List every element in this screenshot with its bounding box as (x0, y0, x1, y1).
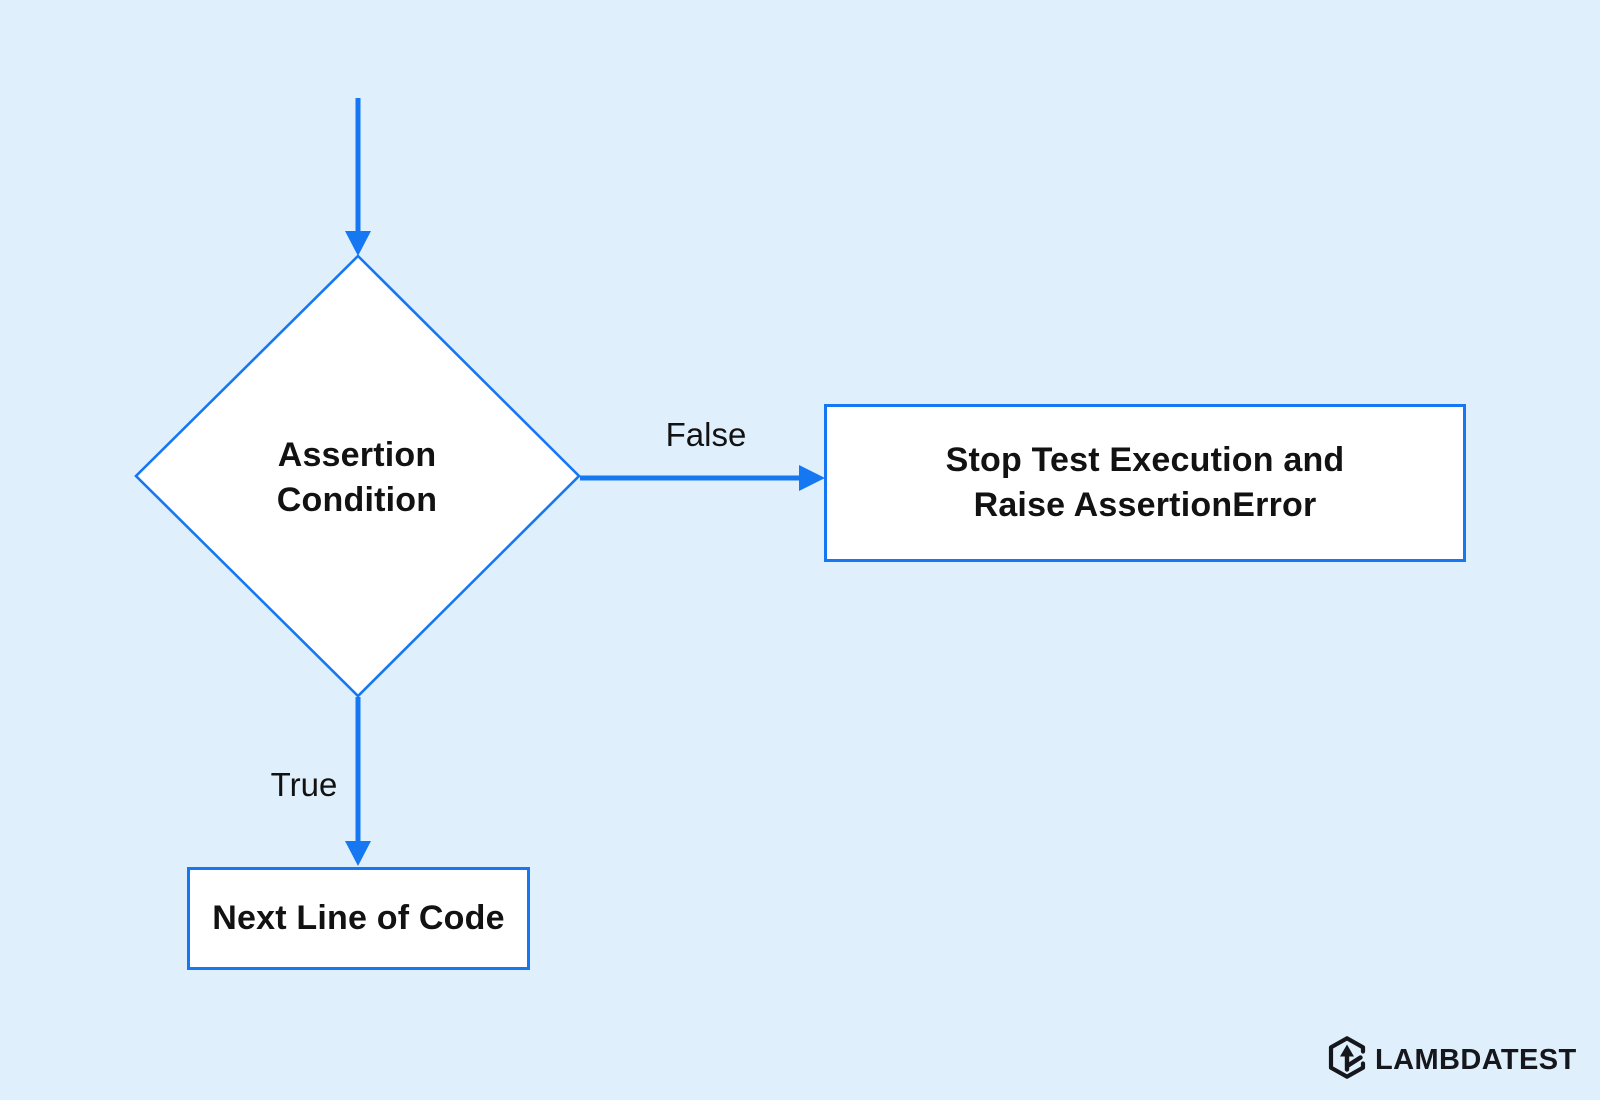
edge-label-false: False (665, 416, 747, 453)
false-node-line1: Stop Test Execution and (945, 441, 1345, 479)
decision-label-line2: Condition (276, 481, 438, 519)
edge-label-true: True (270, 766, 338, 803)
decision-label-line1: Assertion (277, 436, 437, 474)
false-node-line2: Raise AssertionError (973, 486, 1317, 524)
decision-node-assertion-condition: Assertion Condition (207, 428, 507, 528)
process-node-next-line-of-code: Next Line of Code (187, 867, 530, 970)
false-branch-arrow (580, 465, 825, 491)
lambdatest-logo-icon (1328, 1036, 1366, 1084)
decision-diamond-shape (134, 254, 581, 698)
true-branch-arrow (345, 697, 371, 866)
true-node-label: Next Line of Code (212, 899, 505, 937)
process-node-stop-test-execution: Stop Test Execution and Raise AssertionE… (824, 404, 1466, 562)
entry-arrow (345, 98, 371, 256)
lambdatest-wordmark: LAMBDATEST (1375, 1043, 1577, 1076)
lambdatest-logo: LAMBDATEST (1328, 1036, 1577, 1084)
